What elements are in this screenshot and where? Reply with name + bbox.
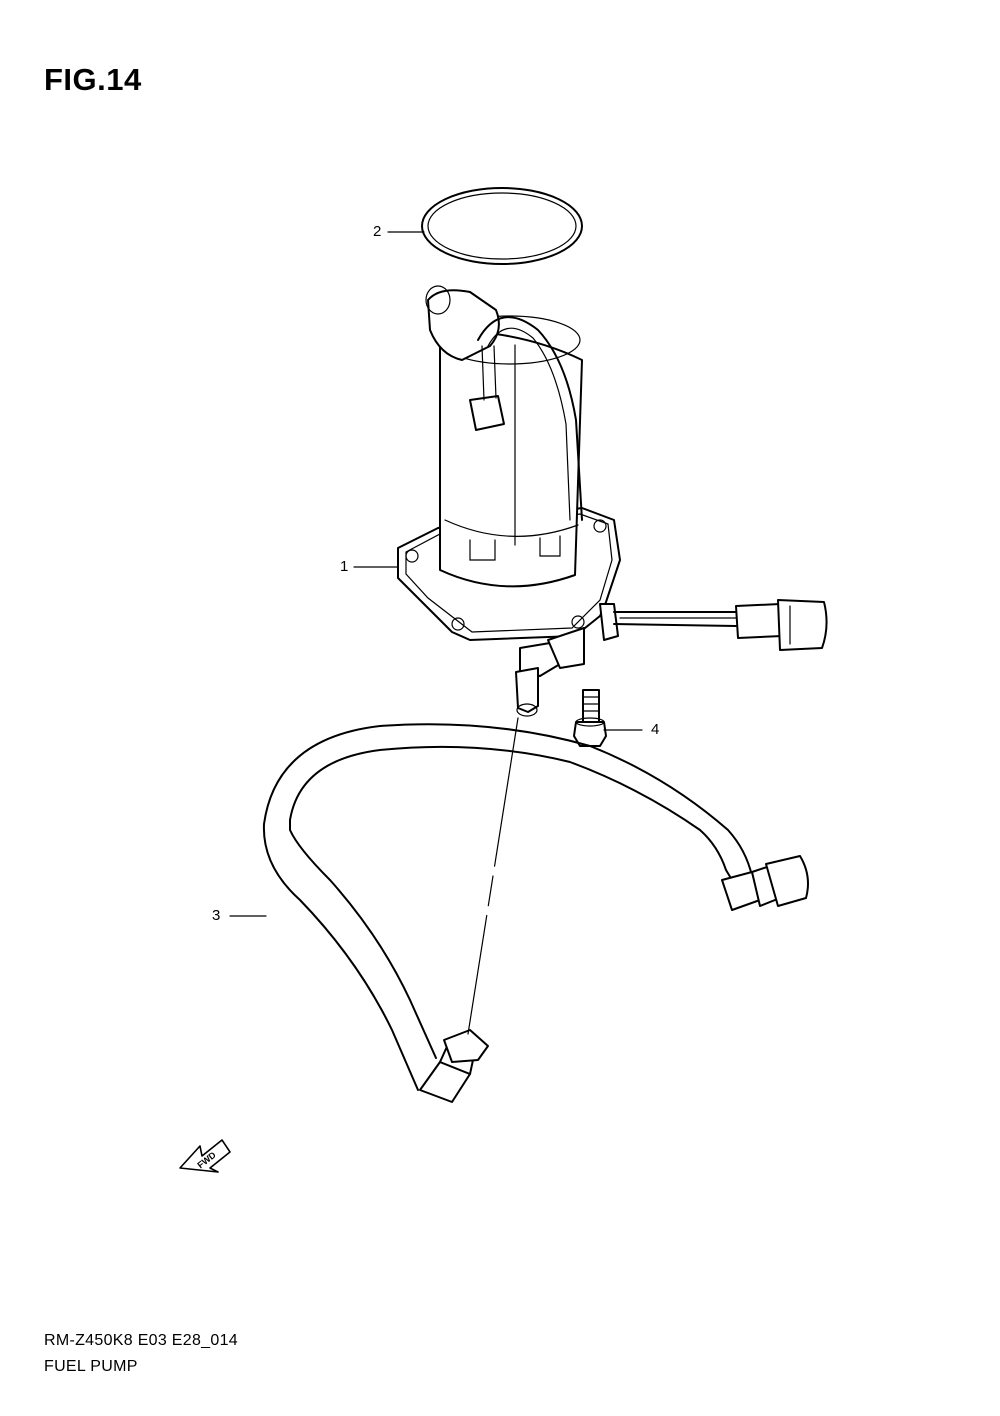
callout-number-4: 4 (651, 721, 660, 738)
bolt-part (573, 689, 607, 747)
assembly-line (467, 717, 519, 1035)
fuel-hose-part (262, 723, 809, 1103)
callout-number-2: 2 (373, 223, 382, 240)
fwd-arrow-icon: FWD (179, 1139, 231, 1173)
callout-number-3: 3 (212, 907, 221, 924)
model-code: RM-Z450K8 E03 E28_014 (44, 1332, 238, 1349)
fuel-pump-part (397, 285, 828, 717)
callout-number-1: 1 (340, 558, 349, 575)
section-name: FUEL PUMP (44, 1358, 138, 1375)
o-ring-part (421, 187, 583, 265)
figure-title: FIG.14 (44, 62, 142, 97)
